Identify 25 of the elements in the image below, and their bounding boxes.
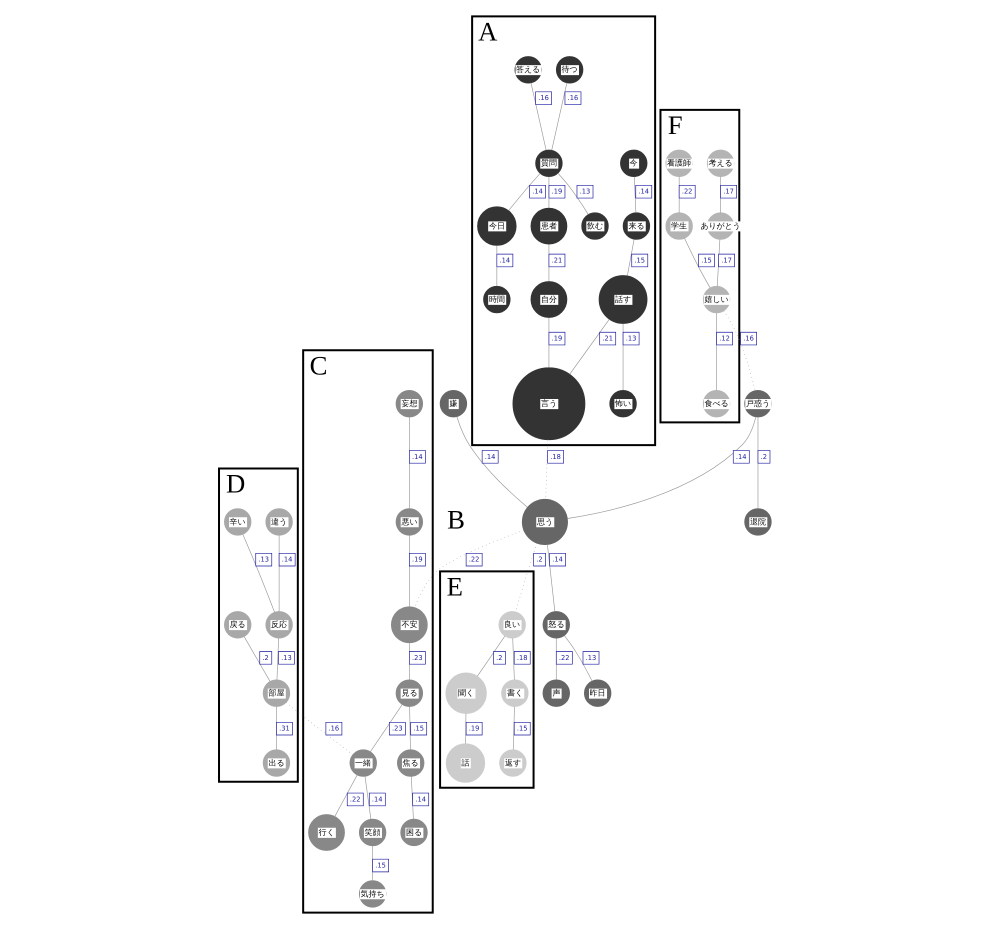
connector <box>456 416 528 508</box>
connector <box>633 176 636 214</box>
connector <box>568 318 610 374</box>
connector <box>508 173 540 211</box>
connector <box>626 238 634 276</box>
connector <box>370 704 402 752</box>
connector <box>464 713 466 744</box>
connector <box>566 416 756 519</box>
connector <box>414 530 524 608</box>
connector <box>286 702 353 755</box>
connector <box>564 635 592 682</box>
connector <box>334 774 358 817</box>
label: B <box>446 504 465 535</box>
connector <box>512 638 514 680</box>
connector <box>557 172 588 215</box>
connector <box>512 706 514 750</box>
connector <box>722 310 755 391</box>
connector <box>546 544 555 612</box>
connector <box>242 534 274 612</box>
connector <box>408 706 410 750</box>
connector <box>243 636 270 682</box>
connector <box>276 638 278 680</box>
connector <box>684 238 710 288</box>
connector <box>530 82 546 150</box>
connector <box>410 776 414 820</box>
